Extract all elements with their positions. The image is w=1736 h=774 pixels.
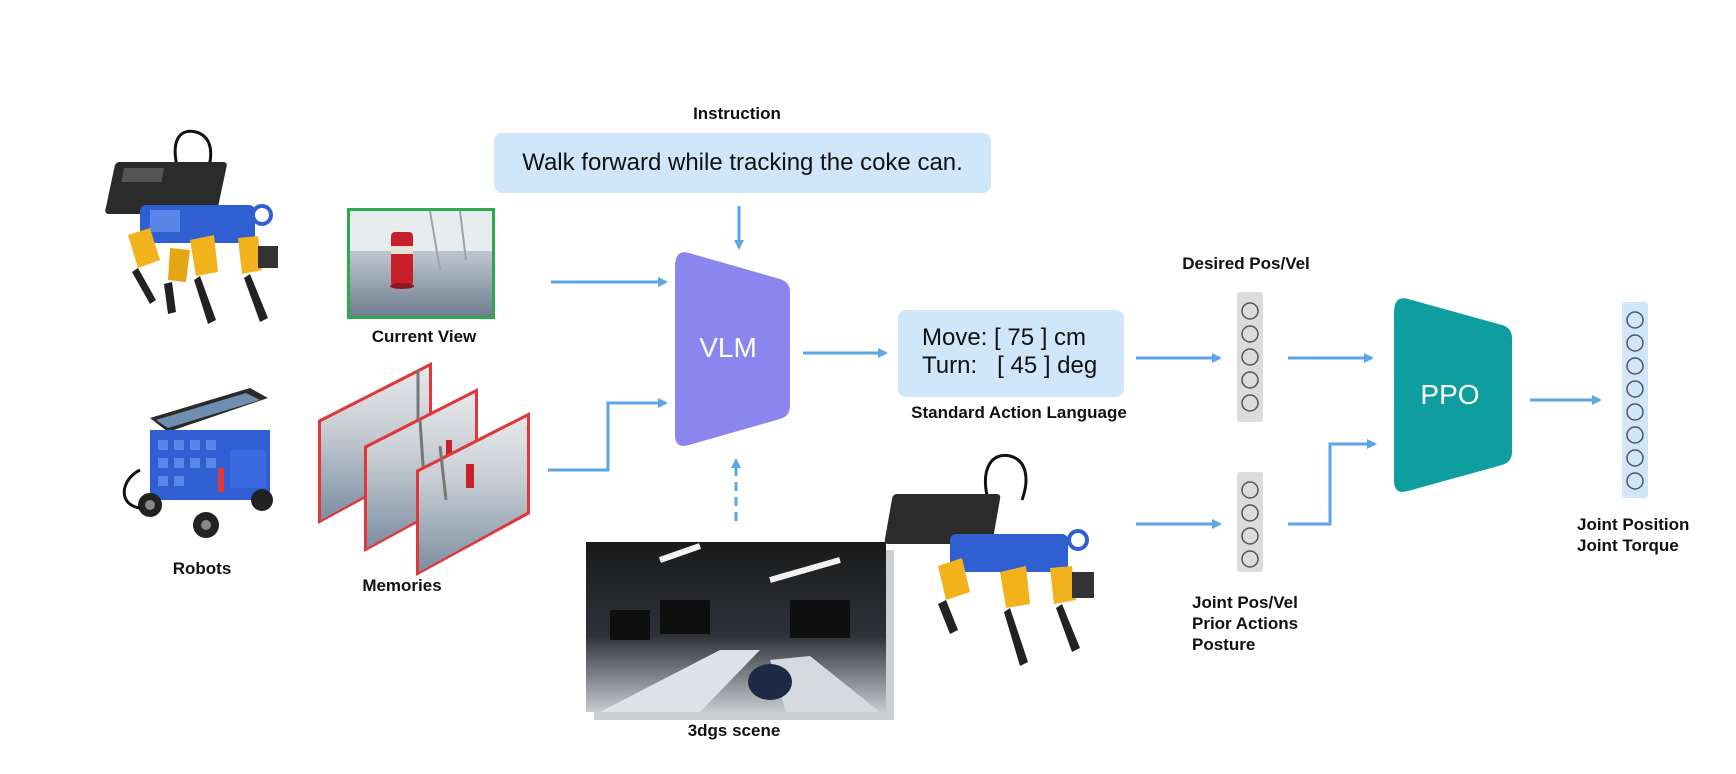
output-line: Joint Torque (1577, 536, 1679, 555)
desired-pos-vel-vector (1237, 292, 1263, 422)
output-vector (1622, 302, 1648, 498)
joint-inputs-label: Joint Pos/Vel Prior Actions Posture (1192, 592, 1298, 655)
instruction-text: Walk forward while tracking the coke can… (522, 149, 963, 176)
joint-input-line: Posture (1192, 635, 1256, 654)
scene-label: 3dgs scene (687, 721, 781, 740)
memories-label: Memories (362, 576, 442, 595)
wheeled-robot-image (122, 388, 273, 538)
ppo-block (1394, 298, 1512, 492)
joint-state-vector (1237, 472, 1263, 572)
output-line: Joint Position (1577, 515, 1690, 534)
vlm-block (675, 252, 790, 446)
ppo-label: PPO (1420, 379, 1479, 410)
desired-label: Desired Pos/Vel (1182, 254, 1310, 273)
action-language-label: Standard Action Language (911, 403, 1127, 422)
robot-dog-image (105, 129, 278, 324)
vlm-label: VLM (699, 332, 757, 363)
instruction-box: Walk forward while tracking the coke can… (494, 133, 991, 193)
arrow-memory-to-vlm (548, 398, 668, 472)
joint-input-line: Prior Actions (1192, 614, 1299, 633)
current-view-label: Current View (371, 327, 477, 346)
action-turn-text: Turn: [ 45 ] deg (922, 352, 1098, 379)
scene-image (586, 542, 894, 720)
action-move-text: Move: [ 75 ] cm (922, 324, 1087, 351)
current-view-image (347, 208, 495, 319)
robot-dog-image-2 (884, 453, 1094, 666)
memory-frame-3 (416, 412, 530, 576)
joint-input-line: Joint Pos/Vel (1192, 593, 1298, 612)
instruction-label: Instruction (693, 104, 781, 123)
action-language-box: Move: [ 75 ] cm Turn: [ 45 ] deg (898, 310, 1124, 397)
arrow-joint-to-ppo (1288, 439, 1377, 526)
memory-frames-image (318, 362, 530, 576)
robots-label: Robots (172, 559, 232, 578)
outputs-label: Joint Position Joint Torque (1577, 514, 1689, 556)
